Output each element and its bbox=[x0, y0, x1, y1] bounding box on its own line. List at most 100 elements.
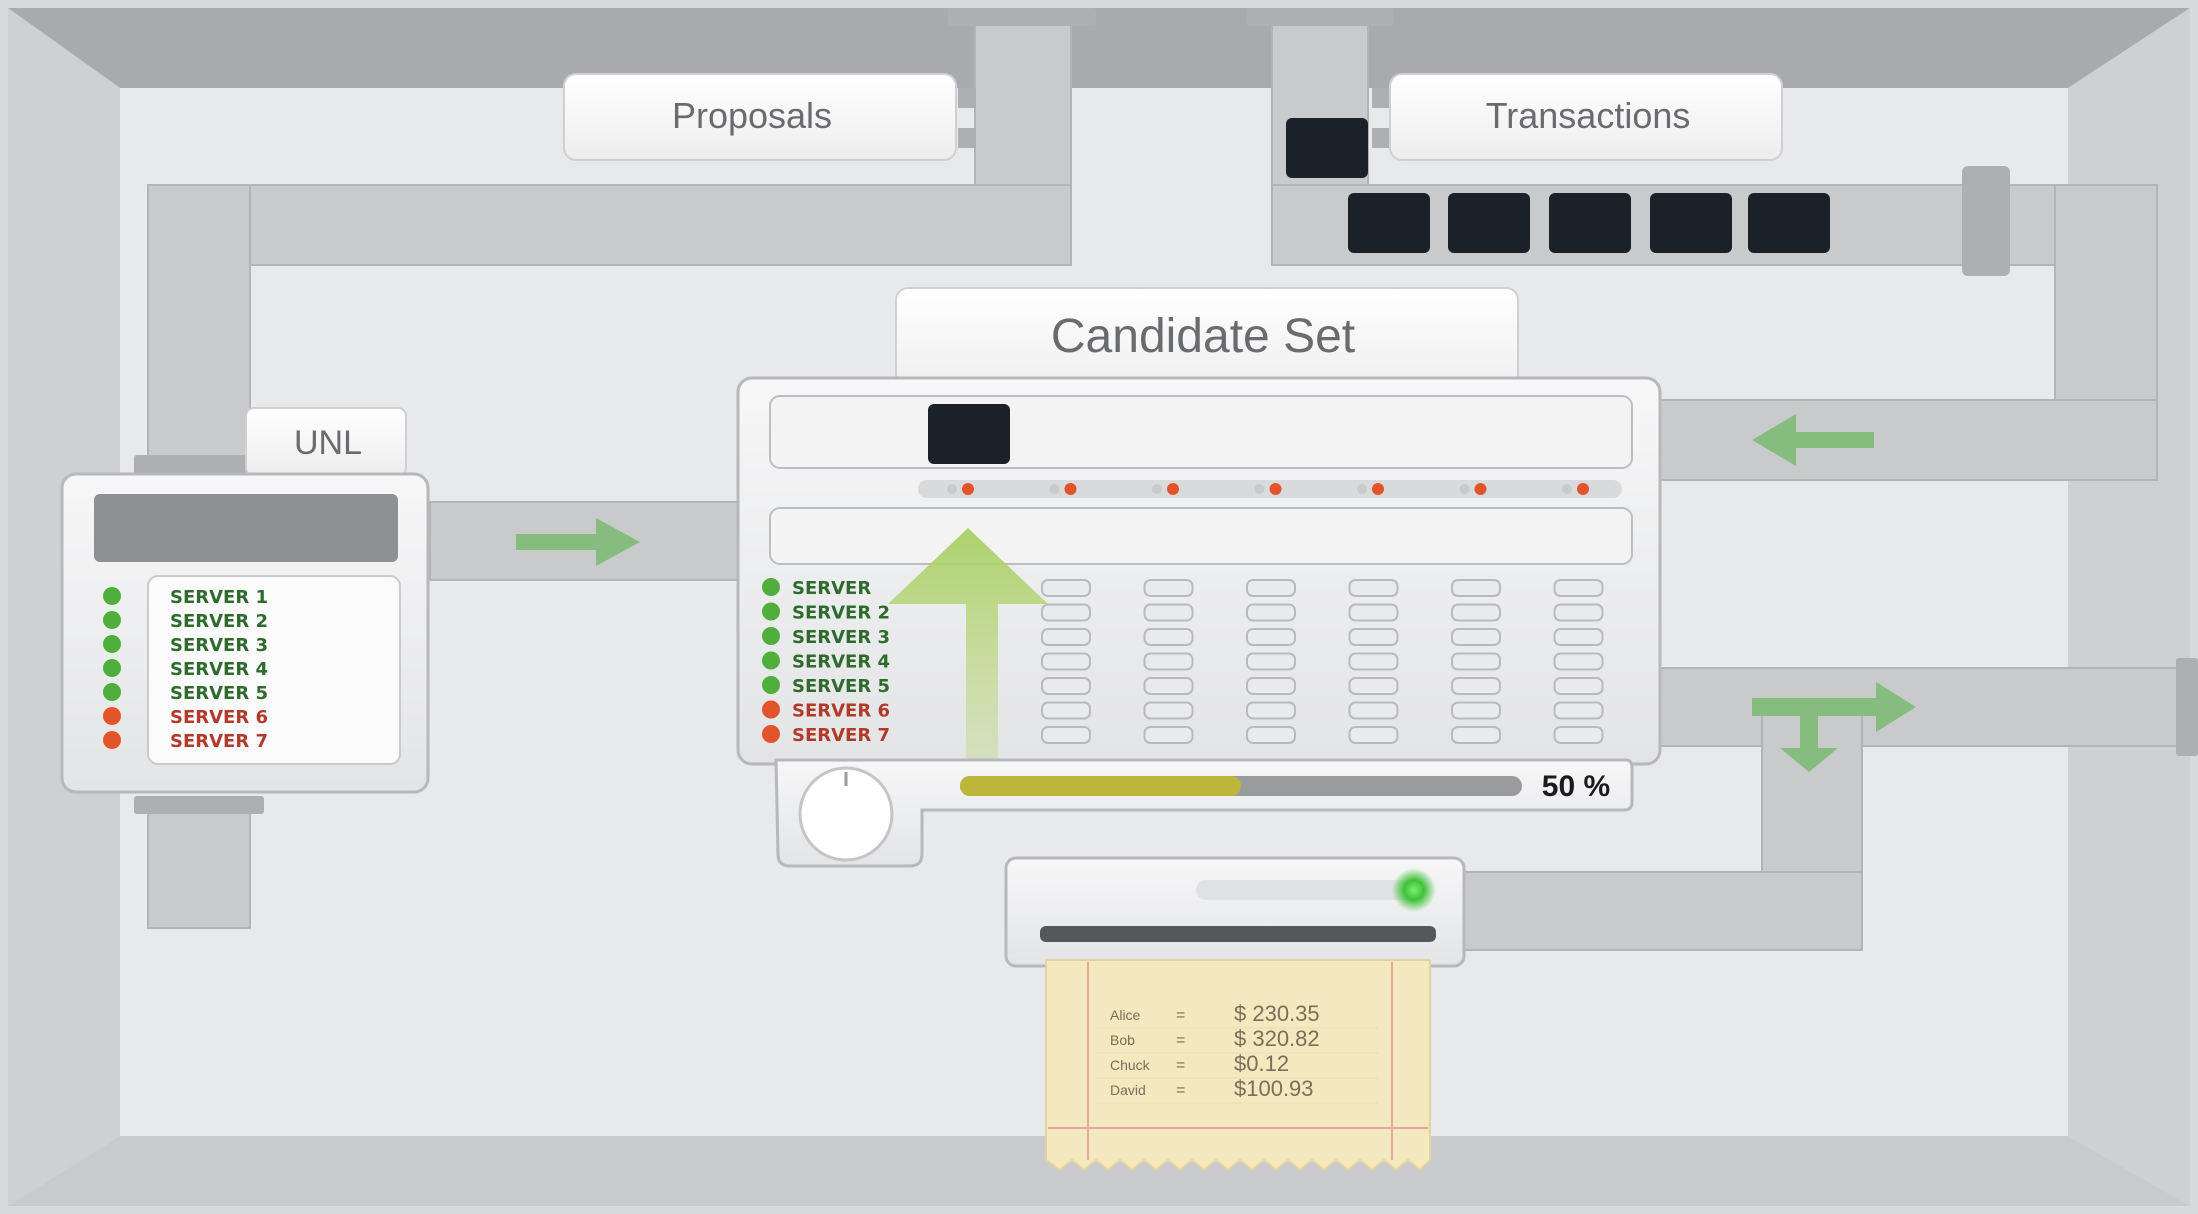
vote-cell bbox=[1451, 726, 1501, 744]
transaction-tokens bbox=[1286, 118, 1830, 253]
proposal-token bbox=[928, 404, 1010, 464]
vote-cell bbox=[1041, 628, 1091, 646]
vote-cell bbox=[1041, 579, 1091, 597]
receipt-name: Bob bbox=[1110, 1032, 1135, 1048]
vote-dot-grey bbox=[1562, 484, 1572, 494]
printer bbox=[1004, 856, 1466, 968]
vote-cell bbox=[1041, 652, 1091, 671]
candidate-server-name: SERVER 3 bbox=[792, 627, 890, 648]
unl-server-name: SERVER 2 bbox=[170, 611, 268, 632]
receipt-name: Chuck bbox=[1110, 1057, 1151, 1073]
status-led bbox=[103, 611, 121, 629]
candidate-output-slot bbox=[769, 507, 1633, 565]
receipt-amount: $ 230.35 bbox=[1234, 1001, 1320, 1026]
pipe-flanges bbox=[134, 8, 2198, 814]
status-led bbox=[103, 707, 121, 725]
vote-dot-grey bbox=[1357, 484, 1367, 494]
right-pipe-into-candidate bbox=[1659, 399, 2158, 481]
candidate-server-name: SERVER bbox=[792, 578, 871, 599]
unl-server-name: SERVER 4 bbox=[170, 659, 268, 680]
transactions-label: Transactions bbox=[1486, 95, 1691, 136]
transaction-token bbox=[1348, 193, 1430, 253]
candidate-set-label-box: Candidate Set bbox=[895, 287, 1519, 399]
receipt-amount: $100.93 bbox=[1234, 1076, 1314, 1101]
vote-cell bbox=[1348, 652, 1399, 671]
arrow-up-icon bbox=[888, 528, 1048, 762]
vote-cell bbox=[1451, 677, 1501, 695]
candidate-set-label: Candidate Set bbox=[1051, 310, 1355, 363]
vote-cell bbox=[1553, 652, 1604, 671]
unl-label: UNL bbox=[294, 424, 362, 462]
vote-dot-grey bbox=[1459, 484, 1470, 494]
vote-cell bbox=[1348, 726, 1399, 744]
progress-fill bbox=[960, 776, 1241, 796]
arrow-right-icon bbox=[516, 518, 640, 566]
status-led bbox=[762, 578, 780, 596]
transaction-token bbox=[1448, 193, 1530, 253]
vote-dot-red bbox=[1474, 483, 1487, 495]
vote-cell bbox=[1246, 579, 1296, 597]
vote-cell bbox=[1348, 628, 1399, 646]
status-led bbox=[103, 683, 121, 701]
unl-bottom-pipe bbox=[147, 799, 251, 929]
vote-dot-grey bbox=[1152, 484, 1162, 494]
status-light bbox=[1392, 868, 1436, 912]
candidate-input-slot bbox=[769, 395, 1633, 469]
proposals-pipe-left-down bbox=[147, 184, 251, 476]
status-led bbox=[762, 627, 780, 645]
vote-cell bbox=[1553, 726, 1604, 744]
unl-server-name: SERVER 1 bbox=[170, 587, 268, 608]
vote-cell bbox=[1143, 628, 1194, 646]
receipt-name: David bbox=[1110, 1082, 1146, 1098]
status-led bbox=[762, 651, 780, 670]
receipt-sep: = bbox=[1176, 1007, 1185, 1024]
status-led bbox=[103, 659, 121, 677]
proposals-pipe-horizontal bbox=[147, 184, 1072, 266]
candidate-server-name: SERVER 7 bbox=[792, 725, 890, 746]
vote-cell bbox=[1246, 628, 1296, 646]
vote-cell bbox=[1348, 603, 1399, 622]
progress-label: 50 % bbox=[1542, 770, 1610, 803]
vote-cell bbox=[1348, 579, 1399, 597]
vote-cell bbox=[1246, 726, 1296, 744]
vote-cell bbox=[1553, 677, 1604, 695]
vote-dot-red bbox=[962, 483, 974, 495]
candidate-server-name: SERVER 2 bbox=[792, 603, 890, 624]
receipt-sep: = bbox=[1176, 1082, 1185, 1099]
vote-cell bbox=[1143, 726, 1194, 744]
vote-dot-red bbox=[1372, 483, 1384, 495]
candidate-server-name: SERVER 5 bbox=[792, 676, 890, 697]
candidate-server-name: SERVER 4 bbox=[792, 652, 890, 673]
split-arrow-icon bbox=[1752, 682, 1916, 772]
vote-dot-grey bbox=[1254, 484, 1265, 494]
vote-cell bbox=[1451, 628, 1501, 646]
timer-icon bbox=[798, 766, 894, 862]
vote-dot-red bbox=[1167, 483, 1179, 495]
candidate-output-pipe bbox=[1659, 667, 2181, 747]
vote-dot-grey bbox=[1049, 484, 1060, 494]
vote-cell bbox=[1143, 701, 1194, 720]
vote-cell bbox=[1553, 701, 1604, 720]
unl-server-name: SERVER 7 bbox=[170, 731, 268, 752]
vote-dot-grey bbox=[947, 484, 957, 494]
transaction-token bbox=[1748, 193, 1830, 253]
vote-cell bbox=[1553, 628, 1604, 646]
vote-cell bbox=[1246, 701, 1296, 720]
timer-progress-panel: 50 % bbox=[774, 758, 1634, 868]
unl-server-name: SERVER 6 bbox=[170, 707, 268, 728]
proposals-label: Proposals bbox=[672, 95, 832, 136]
receipt-sep: = bbox=[1176, 1057, 1185, 1074]
vote-dot-red bbox=[1064, 483, 1077, 495]
status-led bbox=[762, 725, 780, 743]
vote-cell bbox=[1041, 677, 1091, 695]
proposals-label-box: Proposals bbox=[563, 73, 957, 161]
vote-cell bbox=[1246, 603, 1296, 622]
status-led bbox=[762, 700, 780, 719]
candidate-vote-grid bbox=[1041, 579, 1604, 744]
vote-cell bbox=[1451, 701, 1501, 720]
unl-server-name: SERVER 5 bbox=[170, 683, 268, 704]
status-led bbox=[103, 587, 121, 605]
